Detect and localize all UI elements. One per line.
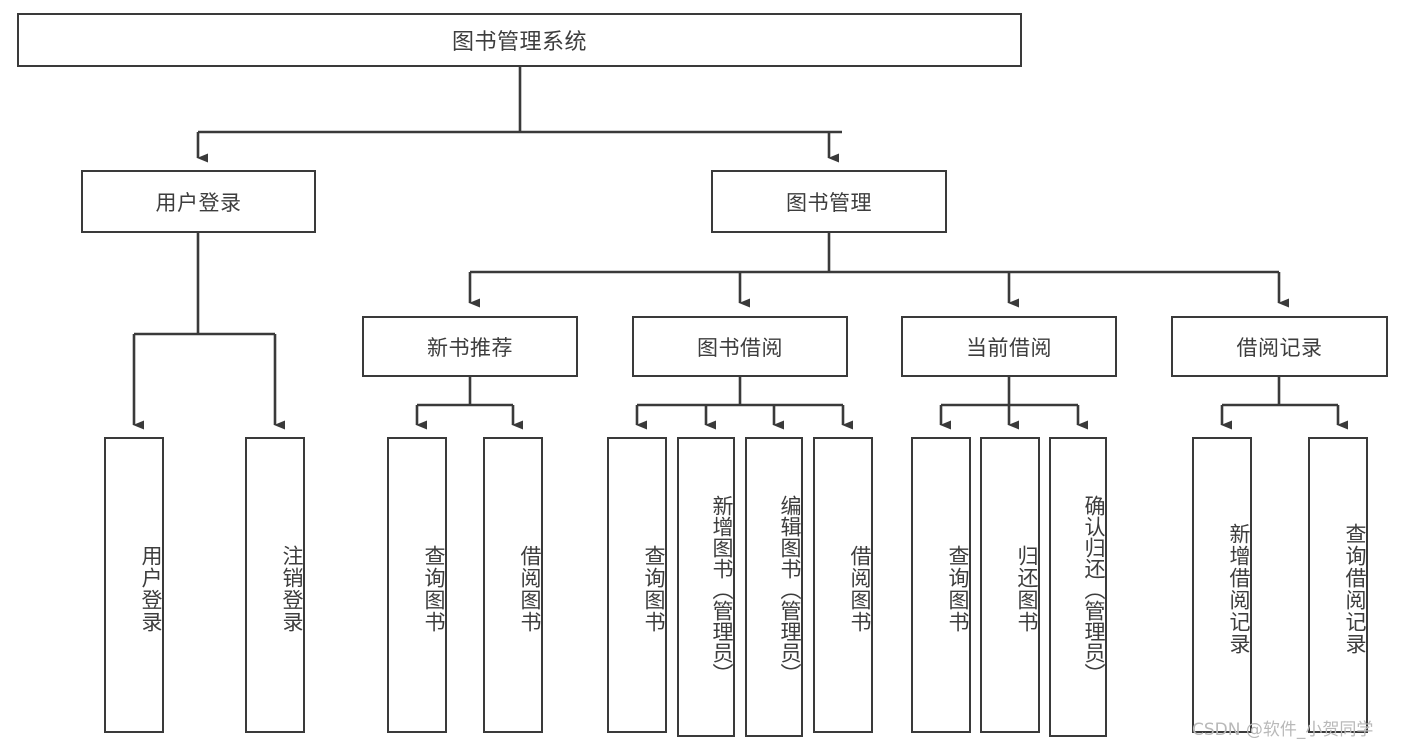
leaf-new-book-borrow[interactable]: 借阅图书 bbox=[483, 437, 543, 733]
leaf-current-confirm-return-admin[interactable]: 确认归还（管理员） bbox=[1049, 437, 1107, 737]
leaf-current-return-book[interactable]: 归还图书 bbox=[980, 437, 1040, 733]
leaf-current-query-book[interactable]: 查询图书 bbox=[911, 437, 971, 733]
leaf-new-book-query[interactable]: 查询图书 bbox=[387, 437, 447, 733]
node-root-system[interactable]: 图书管理系统 bbox=[17, 13, 1022, 67]
leaf-borrow-add-book-admin[interactable]: 新增图书（管理员） bbox=[677, 437, 735, 737]
node-user-login[interactable]: 用户登录 bbox=[81, 170, 316, 233]
leaf-borrow-edit-book-admin[interactable]: 编辑图书（管理员） bbox=[745, 437, 803, 737]
leaf-borrow-query-book[interactable]: 查询图书 bbox=[607, 437, 667, 733]
leaf-user-login-signin[interactable]: 用户登录 bbox=[104, 437, 164, 733]
leaf-records-query-record[interactable]: 查询借阅记录 bbox=[1308, 437, 1368, 733]
leaf-user-login-signout[interactable]: 注销登录 bbox=[245, 437, 305, 733]
leaf-borrow-borrow-book[interactable]: 借阅图书 bbox=[813, 437, 873, 733]
node-book-borrow[interactable]: 图书借阅 bbox=[632, 316, 848, 377]
node-current-borrow[interactable]: 当前借阅 bbox=[901, 316, 1117, 377]
node-borrow-records[interactable]: 借阅记录 bbox=[1171, 316, 1388, 377]
node-new-book-recommend[interactable]: 新书推荐 bbox=[362, 316, 578, 377]
leaf-records-add-record[interactable]: 新增借阅记录 bbox=[1192, 437, 1252, 733]
node-book-management[interactable]: 图书管理 bbox=[711, 170, 947, 233]
